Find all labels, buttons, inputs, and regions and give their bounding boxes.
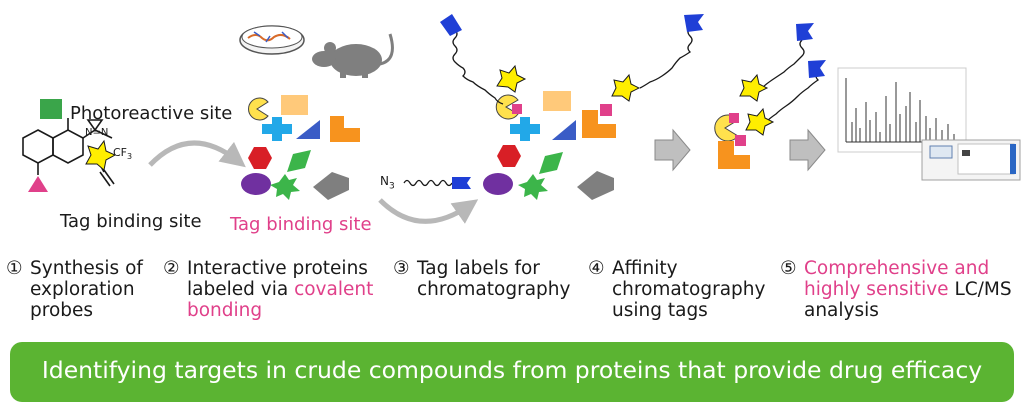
affinity-tag-icon <box>452 177 471 189</box>
summary-banner-text: Identifying targets in crude compounds f… <box>41 356 983 384</box>
mass-spectrum-chart-icon <box>837 67 967 153</box>
tag-binding-site-label: Tag binding site <box>60 211 202 232</box>
curved-arrow-icon <box>378 198 479 224</box>
step-number: ① <box>6 258 23 279</box>
step-text: labeled via <box>187 279 295 300</box>
azide-text: N <box>380 174 389 188</box>
affinity-tag-icon <box>808 60 826 78</box>
n-n-label: N=N <box>85 127 109 138</box>
cf3-text: CF <box>113 146 128 159</box>
linker-star-icon <box>745 107 775 136</box>
curved-arrow-icon <box>148 140 246 168</box>
azide-subscript: 3 <box>388 181 395 192</box>
tag-binding-site-pink-label: Tag binding site <box>230 214 372 235</box>
photoreactive-site-label: Photoreactive site <box>70 103 233 124</box>
step-highlight: bonding <box>187 300 263 321</box>
tag-binding-site-marker <box>28 176 48 192</box>
step-line: analysis <box>804 300 879 321</box>
step-line: exploration <box>30 279 135 300</box>
step-line: probes <box>30 300 94 321</box>
azide-linker <box>403 179 453 187</box>
step-line: Affinity <box>612 258 678 279</box>
mouse-icon <box>312 33 394 78</box>
step-text: LC/MS <box>948 279 1012 300</box>
linker-star-icon <box>496 64 527 93</box>
photoreactive-site-marker <box>40 99 62 119</box>
linker-star-icon <box>85 139 117 171</box>
step-number: ② <box>163 258 180 279</box>
step-highlight: highly sensitive <box>804 279 949 300</box>
step-line: chromatography <box>612 279 766 300</box>
lcms-instrument-icon <box>921 139 1021 181</box>
azide-label: N3 <box>380 174 395 191</box>
step-number: ⑤ <box>780 258 797 279</box>
step-number: ④ <box>588 258 605 279</box>
cf3-subscript: 3 <box>127 152 133 162</box>
linker-star-icon <box>611 73 641 102</box>
captured-proteins-step4 <box>714 23 826 169</box>
step-line: Interactive proteins <box>187 258 368 279</box>
step-line: chromatography <box>417 279 571 300</box>
protein-set-step2 <box>241 95 360 200</box>
probe-molecule <box>22 118 115 187</box>
affinity-tag-icon <box>440 14 462 36</box>
step-line: labeled via covalent <box>187 279 373 300</box>
step-line: Tag labels for <box>417 258 540 279</box>
arrow-right-icon <box>654 128 691 172</box>
step-line: using tags <box>612 300 708 321</box>
arrow-right-icon <box>789 128 826 172</box>
step-line: Synthesis of <box>30 258 143 279</box>
step-line: highly sensitive LC/MS <box>804 279 1012 300</box>
protein-set-step3 <box>483 91 616 200</box>
affinity-tag-icon <box>684 14 704 32</box>
linker-star-icon <box>739 73 769 102</box>
step-number: ③ <box>393 258 410 279</box>
step-highlight: Comprehensive and <box>804 258 990 279</box>
cell-culture-dish-icon <box>239 25 305 55</box>
affinity-tag-icon <box>796 23 814 41</box>
step-highlight: covalent <box>294 279 374 300</box>
cf3-label: CF3 <box>113 146 132 161</box>
summary-banner: Identifying targets in crude compounds f… <box>10 342 1014 402</box>
